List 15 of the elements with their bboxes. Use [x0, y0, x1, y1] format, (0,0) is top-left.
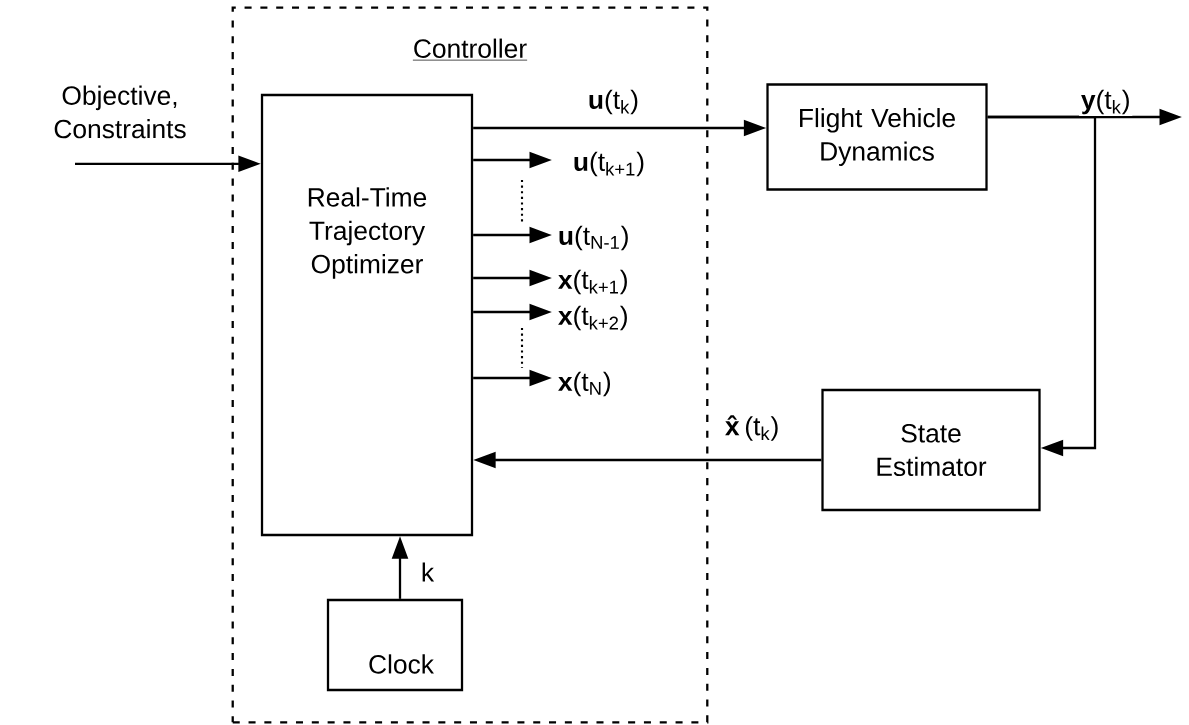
process-box: Real-Time Trajectory Optimizer — [260, 93, 474, 537]
edge-label: x(t$_{k+1}$) — [556, 267, 631, 297]
edge-label: u(t$_{N-1}$) — [556, 223, 632, 253]
edge-label: k — [419, 560, 436, 584]
edge-label: u(t$_{k+1}$) — [571, 149, 647, 179]
edge-label: x(t$_{k+2}$) — [556, 303, 631, 333]
edge-label: u(t$_{k}$) — [586, 87, 641, 117]
arrow — [987, 115, 1097, 457]
edge-label: x(t$_{N}$) — [556, 369, 614, 399]
edge-label: y(t$_{k}$) — [1079, 87, 1133, 117]
process-box: State Estimator — [821, 388, 1041, 512]
process-box: Flight Vehicle Dynamics — [766, 83, 988, 191]
input-label: Objective, Constraints — [54, 85, 186, 139]
process-box: Clock — [326, 598, 464, 692]
edge-label: x̂(t$_{k}$) — [723, 413, 782, 443]
